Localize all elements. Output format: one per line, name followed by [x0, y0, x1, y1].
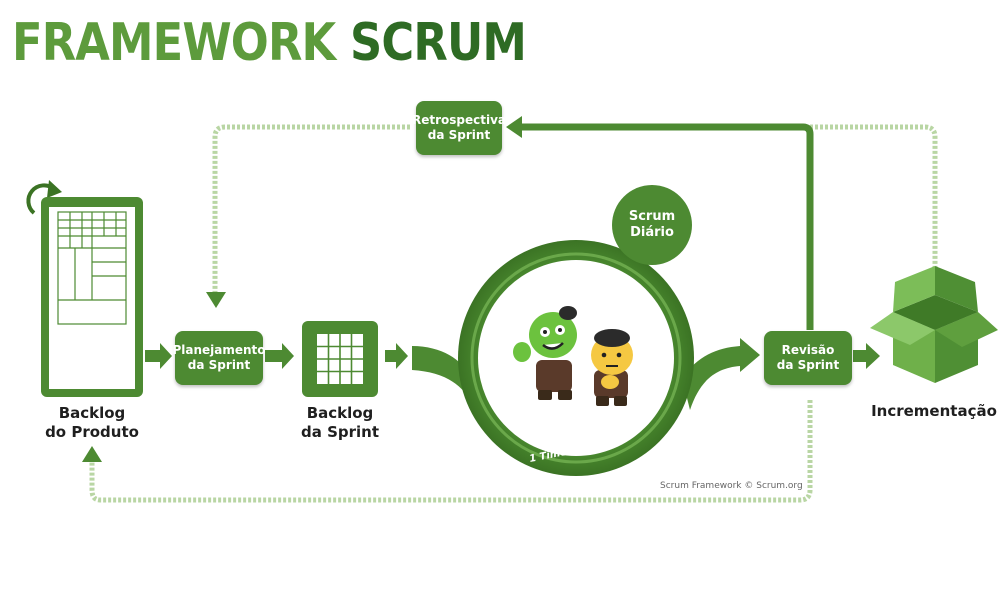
product-backlog-icon: [41, 197, 143, 397]
title-part-1: FRAMEWORK: [12, 13, 336, 73]
product-backlog-label: Backlog do Produto: [40, 404, 144, 442]
daily-scrum-label: Scrum Diário: [612, 209, 692, 241]
arrow-up-to-backlog: [82, 446, 102, 462]
grid-icon: [302, 321, 378, 397]
product-backlog-line1: Backlog: [58, 404, 126, 422]
increment-label: Incrementação: [871, 402, 997, 420]
sprint-planning-line2: da Sprint: [187, 358, 251, 372]
sprint-cycle: [458, 240, 694, 476]
retrospective-line1: Retrospectiva: [411, 113, 507, 127]
sprint-planning-box: Planejamento da Sprint: [172, 331, 266, 385]
title-part-2: SCRUM: [350, 13, 527, 73]
sweep-in: [412, 346, 475, 410]
daily-scrum-line1: Scrum: [628, 209, 676, 224]
sprint-planning-line1: Planejamento: [172, 343, 266, 357]
daily-scrum-line2: Diário: [630, 225, 674, 240]
page-title: FRAMEWORK SCRUM: [12, 8, 527, 78]
retrospective-line2: da Sprint: [427, 128, 491, 142]
sprint-review-line1: Revisão: [781, 343, 835, 357]
sprint-backlog-line1: Backlog: [306, 404, 374, 422]
credit-text: Scrum Framework © Scrum.org: [660, 481, 803, 491]
sweep-out: [682, 338, 760, 410]
feedback-loop-top: [89, 124, 938, 503]
refresh-arrow-icon: [26, 180, 62, 215]
daily-scrum-bubble: [612, 185, 692, 265]
sprint-backlog-label: Backlog da Sprint: [290, 404, 390, 442]
arrow-review-to-increment: [853, 343, 880, 369]
arrow-down-to-planning: [206, 292, 226, 308]
sprint-review-line2: da Sprint: [776, 358, 840, 372]
sprint-retrospective-box: Retrospectiva da Sprint: [412, 101, 506, 155]
sprint-review-box: Revisão da Sprint: [764, 331, 852, 385]
arrow-sprintbacklog-to-sprint: [385, 343, 408, 369]
team-characters-icon: [513, 306, 633, 406]
sprint-backlog-line2: da Sprint: [300, 423, 379, 441]
arrow-backlog-to-planning: [145, 343, 172, 369]
box-icon: [870, 266, 998, 383]
review-to-retro-arrow: [506, 116, 814, 330]
product-backlog-line2: do Produto: [45, 423, 139, 441]
arrow-planning-to-sprintbacklog: [265, 343, 294, 369]
